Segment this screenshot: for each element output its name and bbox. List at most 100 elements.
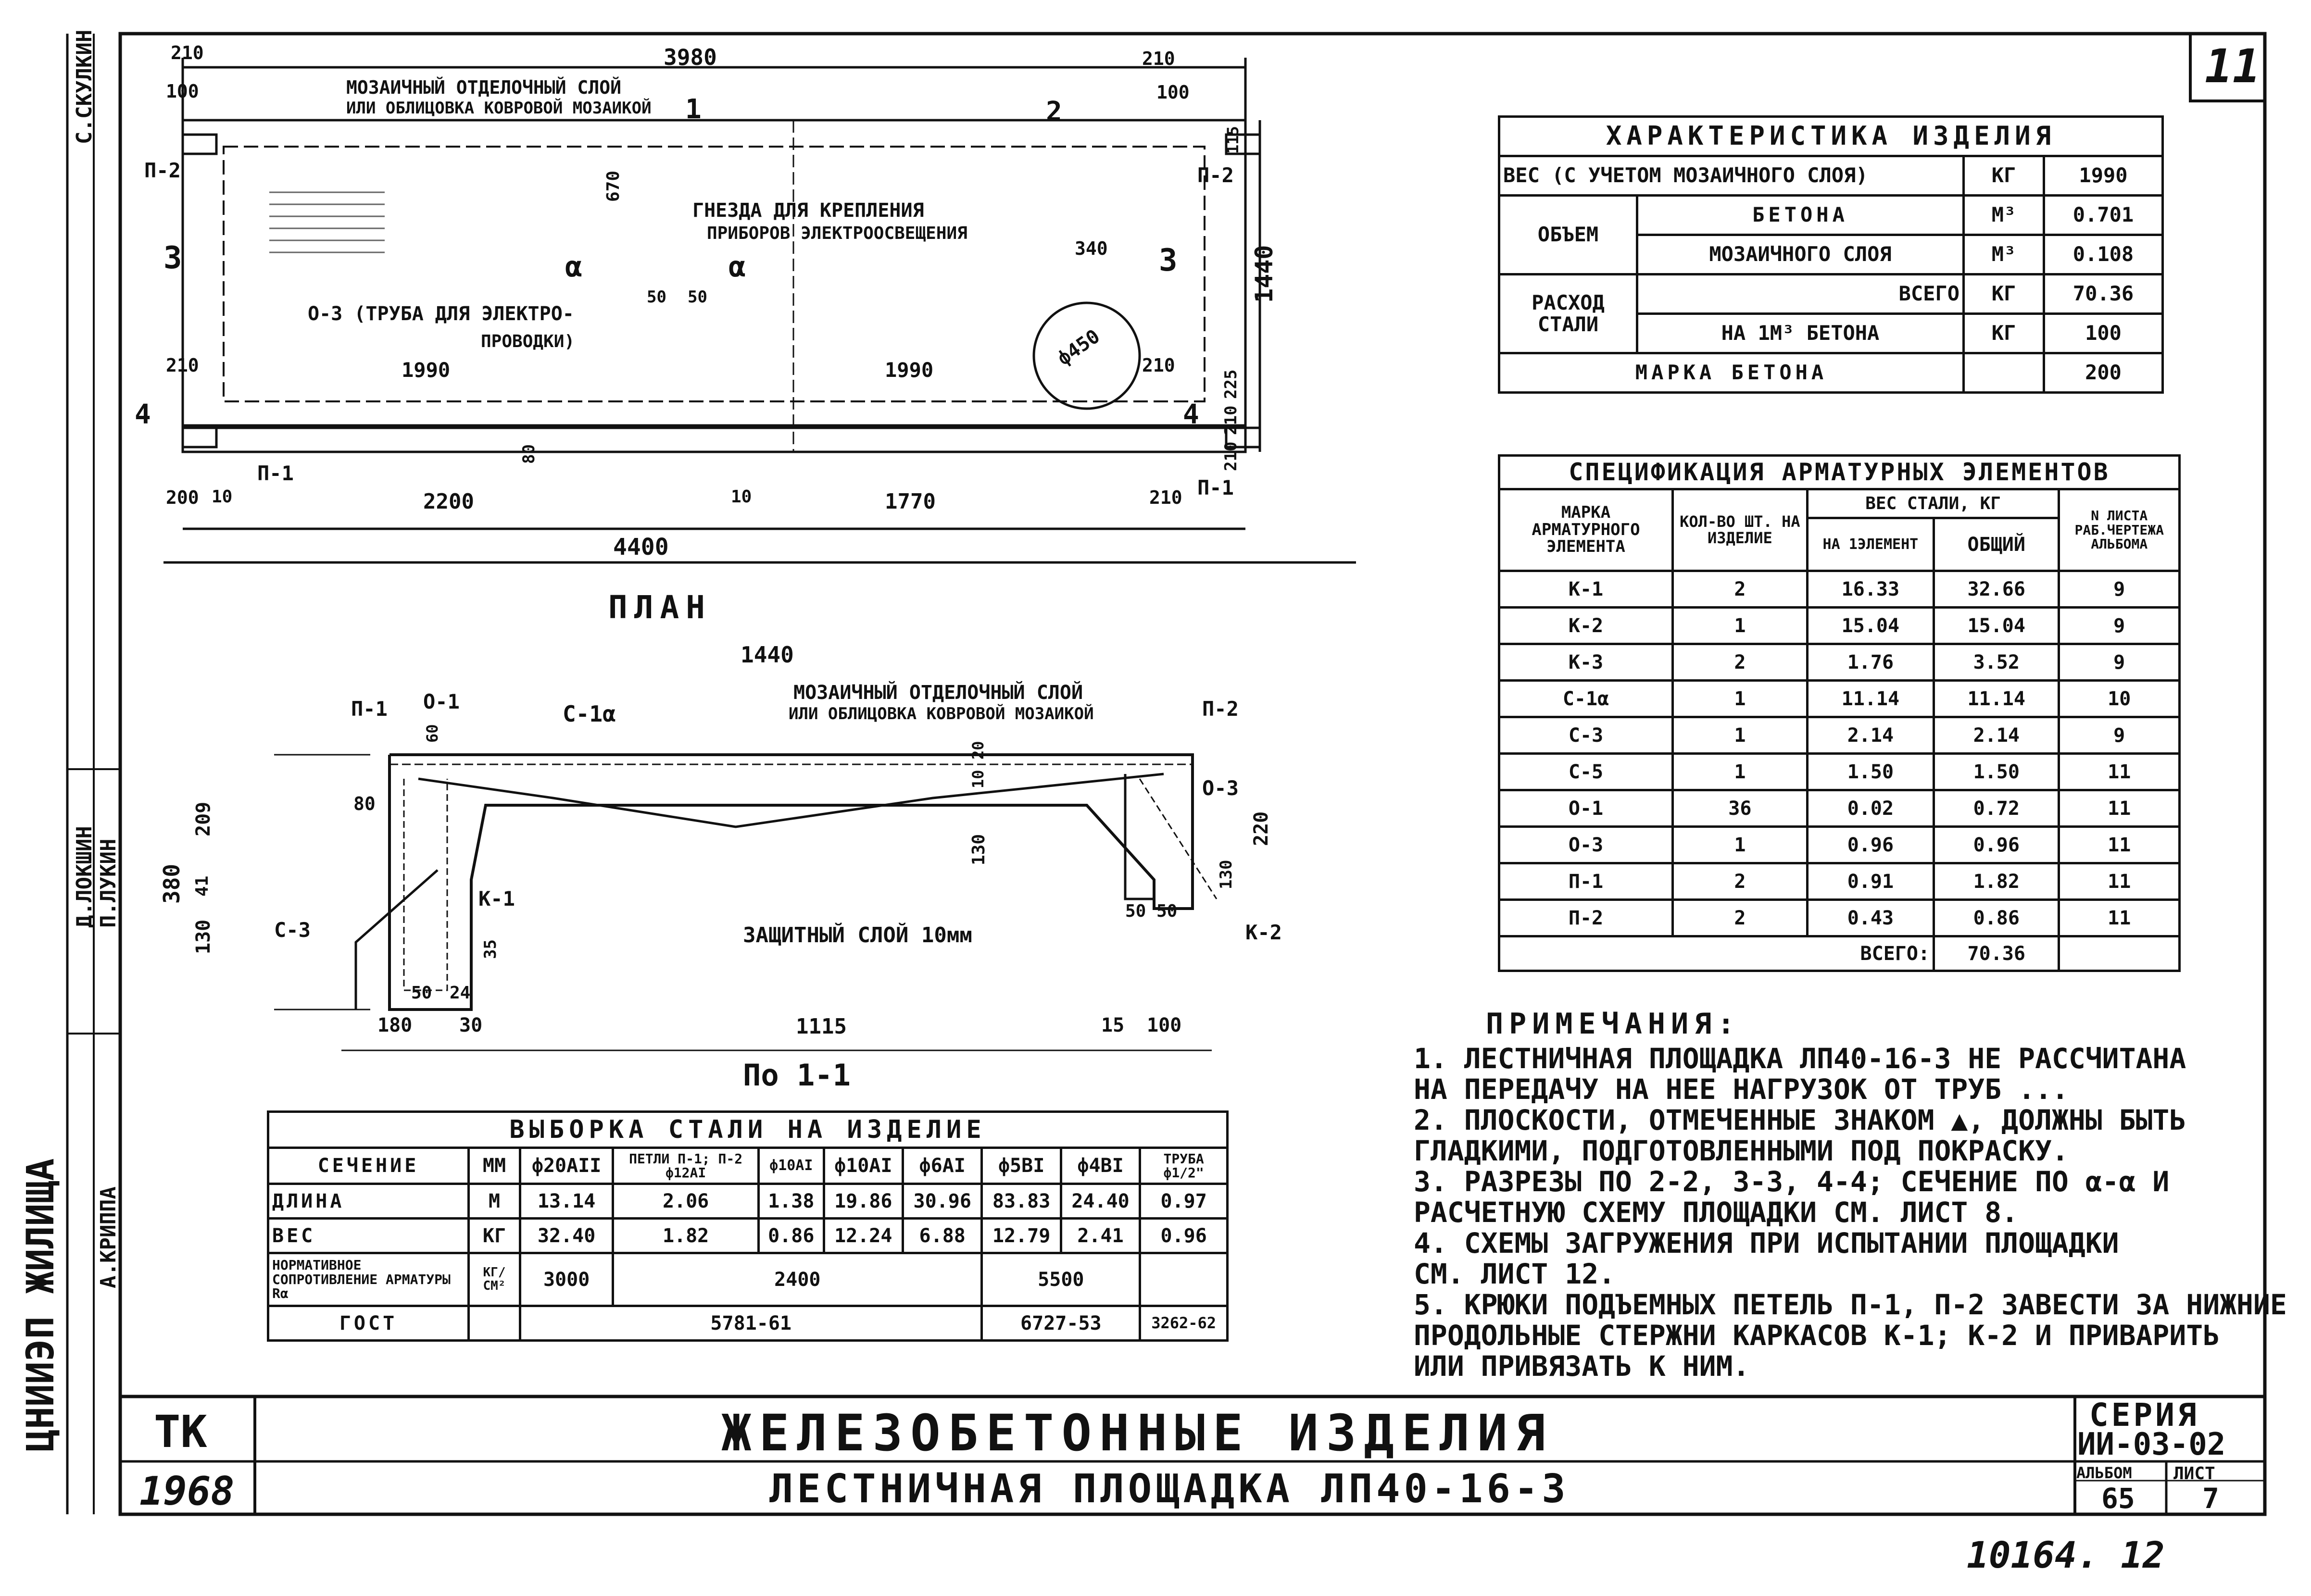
section-dim-41: 41 <box>192 875 212 897</box>
steel-r-len: ДЛИНА <box>267 1183 470 1220</box>
section-dim-50c: 50 <box>1156 901 1178 921</box>
char-perm3-unit: КГ <box>1962 312 2045 354</box>
spec-cell-total: 0.96 <box>1933 825 2060 864</box>
section-dim-24: 24 <box>450 983 471 1003</box>
steel-row-gost: ГОСТ 5781-61 6727-53 3262-62 <box>267 1305 1229 1342</box>
char-title: ХАРАКТЕРИСТИКА ИЗДЕЛИЯ <box>1498 115 2164 157</box>
section-dim-1440: 1440 <box>741 642 794 668</box>
steel-len-2: 1.38 <box>757 1183 825 1220</box>
plan-dim-100-tl: 100 <box>166 81 199 102</box>
char-mosaic-value: 0.108 <box>2043 234 2164 275</box>
steel-norm-b: 2400 <box>612 1252 983 1307</box>
spec-cell-per: 15.04 <box>1806 606 1935 645</box>
note-line: СМ. ЛИСТ 12. <box>1414 1258 1616 1290</box>
plan-dim-210-tl: 210 <box>171 42 204 63</box>
note-line: 3. РАЗРЕЗЫ ПО 2-2, 3-3, 4-4; СЕЧЕНИЕ ПО … <box>1414 1165 2170 1198</box>
plan-cut-1: 1 <box>685 94 702 125</box>
section-dim-10: 10 <box>969 770 987 788</box>
char-total-unit: КГ <box>1962 273 2045 315</box>
char-total-label: ВСЕГО <box>1636 273 1965 315</box>
plan-dim-3980: 3980 <box>664 44 717 70</box>
footer-mark: 10164. 12 <box>1967 1534 2165 1576</box>
spec-cell-per: 11.14 <box>1806 679 1935 718</box>
steel-norm-c: 5500 <box>980 1252 1142 1307</box>
section-dim-100: 100 <box>1147 1014 1182 1036</box>
spec-cell-qty: 1 <box>1671 606 1809 645</box>
plan-cut-4-left: 4 <box>135 399 151 430</box>
plan-dim-210-c: 210 <box>1142 355 1175 376</box>
sheet-value: 7 <box>2202 1482 2219 1515</box>
spec-cell-mark: П-2 <box>1498 898 1674 937</box>
notes-title: ПРИМЕЧАНИЯ: <box>1486 1007 1741 1041</box>
spec-cell-qty: 2 <box>1671 862 1809 901</box>
steel-u-len: М <box>467 1183 521 1220</box>
section-label-mosaic2: ИЛИ ОБЛИЦОВКА КОВРОВОЙ МОЗАИКОЙ <box>789 704 1094 723</box>
plan-drawing <box>163 58 1356 564</box>
char-concrete-unit: М³ <box>1962 194 2045 236</box>
title-org: ТК <box>154 1406 207 1458</box>
spec-cell-mark: С-1α <box>1498 679 1674 718</box>
plan-cut-3-right: 3 <box>1159 243 1178 278</box>
section-p1: П-1 <box>351 697 388 721</box>
spec-cell-per: 1.76 <box>1806 643 1935 682</box>
stamp-name-top: С.СКУЛКИН <box>72 29 97 144</box>
spec-cell-mark: П-1 <box>1498 862 1674 901</box>
char-mosaic-unit: М³ <box>1962 234 2045 275</box>
steel-u-weight: КГ <box>467 1217 521 1254</box>
section-dim-220: 220 <box>1250 811 1272 846</box>
steel-col-2: ф10АI <box>757 1147 825 1185</box>
spec-cell-mark: К-1 <box>1498 570 1674 609</box>
plan-cut-3-left: 3 <box>163 240 182 276</box>
steel-weight-4: 6.88 <box>901 1217 983 1254</box>
spec-cell-qty: 2 <box>1671 898 1809 937</box>
plan-dim-1440: 1440 <box>1250 245 1278 303</box>
steel-table: ВЫБОРКА СТАЛИ НА ИЗДЕЛИЕ СЕЧЕНИЕ ММ ф20А… <box>267 1110 1229 1342</box>
steel-col-3: ф10АI <box>822 1147 904 1185</box>
plan-dim-210-l: 210 <box>166 355 199 376</box>
steel-weight-2: 0.86 <box>757 1217 825 1254</box>
steel-row-norm: НОРМАТИВНОЕ СОПРОТИВЛЕНИЕ АРМАТУРЫ Rα КГ… <box>267 1252 1229 1307</box>
steel-col-5: ф5ВI <box>980 1147 1062 1185</box>
spec-cell-qty: 1 <box>1671 752 1809 791</box>
spec-h-weight: ВЕС СТАЛИ, КГ <box>1806 488 2060 519</box>
char-steel-label-1: РАСХОД <box>1532 291 1605 315</box>
steel-weight-6: 2.41 <box>1059 1217 1142 1254</box>
section-dim-60: 60 <box>423 724 441 743</box>
plan-title: ПЛАН <box>608 589 712 626</box>
section-p2: П-2 <box>1202 697 1239 721</box>
note-line: 1. ЛЕСТНИЧНАЯ ПЛОЩАДКА ЛП40-16-3 НЕ РАСС… <box>1414 1042 2186 1075</box>
char-weight-unit: КГ <box>1962 155 2045 197</box>
spec-cell-total: 2.14 <box>1933 716 2060 755</box>
spec-cell-sheet: 11 <box>2058 752 2181 791</box>
section-dim-209: 209 <box>192 801 214 836</box>
steel-gost-b: 6727-53 <box>980 1305 1142 1342</box>
steel-gost-a: 5781-61 <box>518 1305 983 1342</box>
spec-cell-per: 0.91 <box>1806 862 1935 901</box>
section-o1: О-1 <box>423 690 460 713</box>
steel-weight-0: 32.40 <box>518 1217 615 1254</box>
spec-cell-mark: К-3 <box>1498 643 1674 682</box>
section-dim-130b: 130 <box>969 834 989 865</box>
spec-cell-sheet: 9 <box>2058 643 2181 682</box>
spec-cell-mark: О-1 <box>1498 789 1674 828</box>
steel-r-weight: ВЕС <box>267 1217 470 1254</box>
series-value: ИИ-03-02 <box>2077 1427 2226 1462</box>
note-line: ИЛИ ПРИВЯЗАТЬ К НИМ. <box>1414 1350 1750 1383</box>
section-dim-130c: 130 <box>1217 860 1236 889</box>
section-dim-50b: 50 <box>1125 901 1146 921</box>
spec-cell-sheet: 11 <box>2058 862 2181 901</box>
spec-h-sheet: N ЛИСТА РАБ.ЧЕРТЕЖА АЛЬБОМА <box>2058 488 2181 572</box>
spec-cell-total: 0.86 <box>1933 898 2060 937</box>
char-steel-label-2: СТАЛИ <box>1537 312 1599 336</box>
plan-label-pipe2: ПРОВОДКИ) <box>481 332 575 351</box>
steel-len-3: 19.86 <box>822 1183 904 1220</box>
section-label-protect: ЗАЩИТНЫЙ СЛОЙ 10мм <box>743 923 972 948</box>
plan-dim-10b: 10 <box>731 487 752 507</box>
